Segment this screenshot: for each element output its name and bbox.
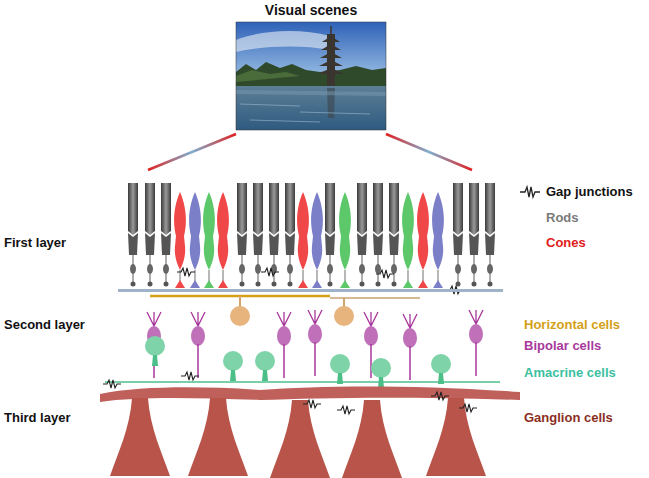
cell-label: Ganglion cells <box>524 411 613 426</box>
figure-title: Visual scenes <box>265 2 357 18</box>
cell-label: Bipolar cells <box>524 339 601 354</box>
cell-label: Rods <box>546 211 579 226</box>
layer-label: Second layer <box>4 318 85 333</box>
layer-label: Third layer <box>4 411 70 426</box>
layer-label: First layer <box>4 236 66 251</box>
cell-label: Cones <box>546 236 586 251</box>
gap-junction-symbol <box>520 187 540 197</box>
cell-label: Amacrine cells <box>524 366 616 381</box>
legend-text: Gap junctions <box>546 185 633 200</box>
cell-label: Horizontal cells <box>524 318 620 333</box>
